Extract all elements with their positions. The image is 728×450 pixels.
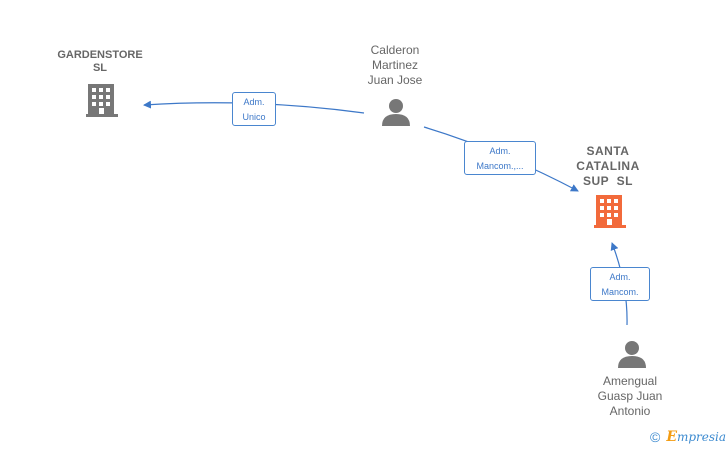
node-label-line: SL bbox=[92, 62, 108, 74]
edge-label-line: Unico bbox=[242, 112, 266, 122]
building-icon[interactable] bbox=[594, 195, 626, 228]
node-label-line: Calderon bbox=[370, 43, 420, 57]
node-label-gardenstore[interactable]: GARDENSTORE SL bbox=[40, 49, 160, 75]
node-label-amengual[interactable]: Amengual Guasp Juan Antonio bbox=[570, 374, 690, 419]
node-label-line: Guasp Juan bbox=[597, 389, 663, 403]
edge-label-line: Adm. bbox=[243, 97, 265, 107]
node-label-line: Amengual bbox=[602, 374, 658, 388]
edge-label-line: Adm. bbox=[609, 272, 631, 282]
node-label-line: GARDENSTORE bbox=[57, 49, 143, 61]
node-label-line: SUP SL bbox=[583, 174, 633, 188]
node-label-line: Antonio bbox=[609, 404, 651, 418]
node-label-line: CATALINA bbox=[576, 159, 640, 173]
copyright-icon: © bbox=[650, 429, 661, 445]
edge-label-line: Adm. bbox=[489, 146, 511, 156]
edge-label-adm-mancom-2[interactable]: Adm. Mancom. bbox=[590, 267, 650, 301]
node-label-santa-catalina[interactable]: SANTA CATALINA SUP SL bbox=[548, 144, 668, 189]
node-label-calderon[interactable]: Calderon Martinez Juan Jose bbox=[335, 43, 455, 88]
edge-label-line: Mancom.,... bbox=[476, 161, 524, 171]
edge-label-line: Mancom. bbox=[601, 287, 639, 297]
brand-logo-e: E bbox=[666, 429, 677, 445]
footer-brand: © E mpresia bbox=[650, 429, 726, 445]
person-icon[interactable] bbox=[618, 341, 646, 368]
brand-logo-text: mpresia bbox=[677, 430, 727, 444]
person-icon[interactable] bbox=[382, 99, 410, 126]
node-label-line: Martinez bbox=[371, 58, 418, 72]
edge-label-adm-unico[interactable]: Adm. Unico bbox=[232, 92, 276, 126]
building-icon[interactable] bbox=[86, 84, 118, 117]
node-label-line: SANTA bbox=[586, 144, 630, 158]
node-label-line: Juan Jose bbox=[367, 73, 423, 87]
edge-label-adm-mancom-1[interactable]: Adm. Mancom.,... bbox=[464, 141, 536, 175]
